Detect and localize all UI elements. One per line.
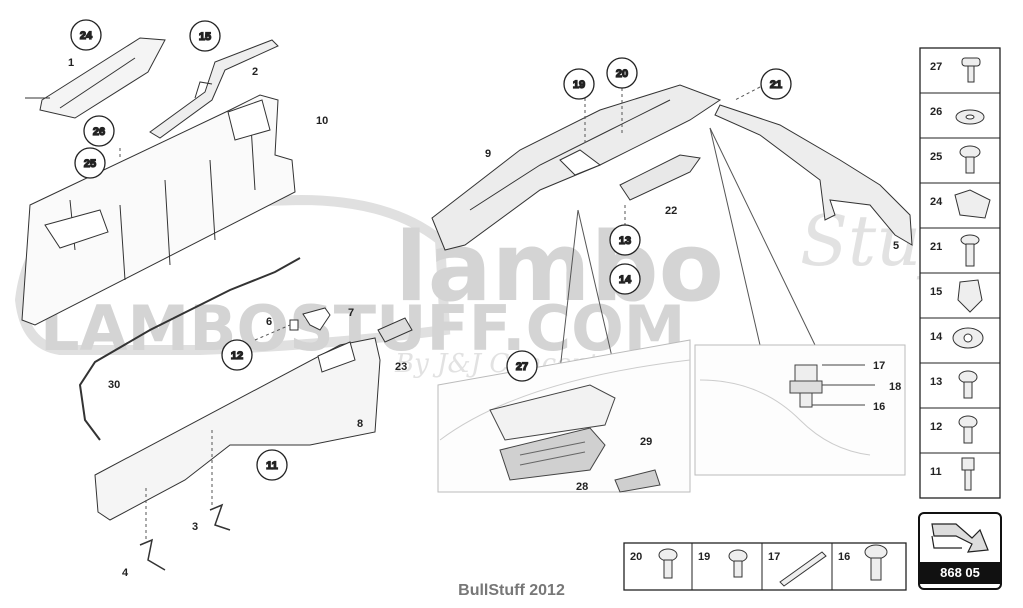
callout: 24 (70, 19, 102, 51)
legend-item-19: 19 (698, 551, 710, 563)
part-bracket-4 (139, 538, 166, 571)
part-arm (714, 104, 913, 246)
clip-icon (954, 189, 991, 219)
legend-item-26: 26 (930, 106, 942, 118)
label-30: 30 (108, 379, 120, 391)
part-labels: 1 2 10 6 7 23 30 8 3 4 9 22 5 17 18 16 2… (68, 57, 901, 579)
svg-text:12: 12 (231, 350, 243, 362)
callouts: 24 15 26 25 12 11 27 19 20 21 13 14 (70, 19, 792, 481)
label-17: 17 (873, 360, 885, 372)
svg-text:27: 27 (516, 361, 528, 373)
callout: 15 (189, 20, 221, 52)
stud-icon (779, 551, 827, 587)
label-7: 7 (348, 307, 354, 319)
legend-item-13: 13 (930, 376, 942, 388)
part-lower-panel (94, 337, 381, 521)
bolt-icon (960, 234, 980, 267)
page-number-box: 868 05 (918, 512, 1002, 590)
stud-icon (961, 457, 975, 491)
part-22 (619, 154, 701, 201)
svg-text:21: 21 (770, 79, 782, 91)
callout: 11 (256, 449, 288, 481)
legend-item-20: 20 (630, 551, 642, 563)
callout: 26 (83, 115, 115, 147)
svg-text:11: 11 (266, 460, 278, 472)
label-10: 10 (316, 115, 328, 127)
label-5: 5 (893, 240, 899, 252)
svg-text:25: 25 (84, 158, 96, 170)
part-strip (149, 39, 279, 139)
label-16: 16 (873, 401, 885, 413)
callout: 13 (609, 224, 641, 256)
legend-item-27: 27 (930, 61, 942, 73)
label-23: 23 (395, 361, 407, 373)
legend-item-24: 24 (930, 196, 943, 208)
bolt-icon (728, 549, 748, 578)
legend-item-21: 21 (930, 241, 942, 253)
legend-right: 27 26 25 24 21 15 14 13 12 11 (919, 47, 1001, 499)
part-headliner (431, 84, 722, 251)
label-3: 3 (192, 521, 198, 533)
screw-icon (961, 57, 981, 83)
callout: 21 (760, 68, 792, 100)
callout: 12 (221, 339, 253, 371)
label-4: 4 (122, 567, 129, 579)
svg-text:15: 15 (199, 31, 211, 43)
svg-text:24: 24 (80, 30, 93, 42)
washer-icon (955, 109, 985, 125)
svg-text:26: 26 (93, 126, 105, 138)
callout: 14 (609, 263, 641, 295)
label-22: 22 (665, 205, 677, 217)
legend-item-12: 12 (930, 421, 942, 433)
svg-text:19: 19 (573, 79, 585, 91)
svg-text:13: 13 (619, 235, 631, 247)
center-leaders (559, 86, 816, 371)
label-9: 9 (485, 148, 491, 160)
legend-item-16: 16 (838, 551, 850, 563)
part-pad (25, 37, 166, 119)
label-1: 1 (68, 57, 74, 69)
callout: 25 (74, 147, 106, 179)
bolt-icon (864, 544, 888, 581)
svg-text:20: 20 (616, 68, 628, 80)
label-6: 6 (266, 316, 272, 328)
arrow-icon (931, 523, 989, 553)
part-bracket-3 (209, 503, 231, 531)
page-number: 868 05 (920, 562, 1000, 584)
svg-text:14: 14 (619, 274, 632, 286)
label-2: 2 (252, 66, 258, 78)
footer-text: BullStuff 2012 (458, 582, 565, 599)
bolt-icon (958, 370, 978, 399)
part-cable (78, 257, 301, 441)
detail-bolts (694, 344, 906, 476)
part-23 (377, 317, 413, 343)
legend-item-11: 11 (930, 466, 942, 478)
callout: 20 (606, 57, 638, 89)
label-28: 28 (576, 481, 588, 493)
clip-icon (957, 279, 983, 313)
label-8: 8 (357, 418, 363, 430)
label-29: 29 (640, 436, 652, 448)
legend-item-25: 25 (930, 151, 942, 163)
bolt-icon (958, 415, 978, 444)
left-leaders (119, 148, 291, 540)
legend-item-14: 14 (930, 331, 943, 343)
part-trim-panel (21, 94, 296, 326)
bolt-icon (959, 145, 981, 174)
legend-bottom: 20 19 17 16 (623, 542, 907, 591)
legend-item-15: 15 (930, 286, 942, 298)
detail-console (437, 339, 691, 493)
part-clips-6-7 (289, 307, 331, 331)
legend-item-17: 17 (768, 551, 780, 563)
label-18: 18 (889, 381, 901, 393)
nut-icon (952, 327, 984, 349)
callout: 27 (506, 350, 538, 382)
bolt-icon (658, 548, 678, 579)
callout: 19 (563, 68, 595, 100)
